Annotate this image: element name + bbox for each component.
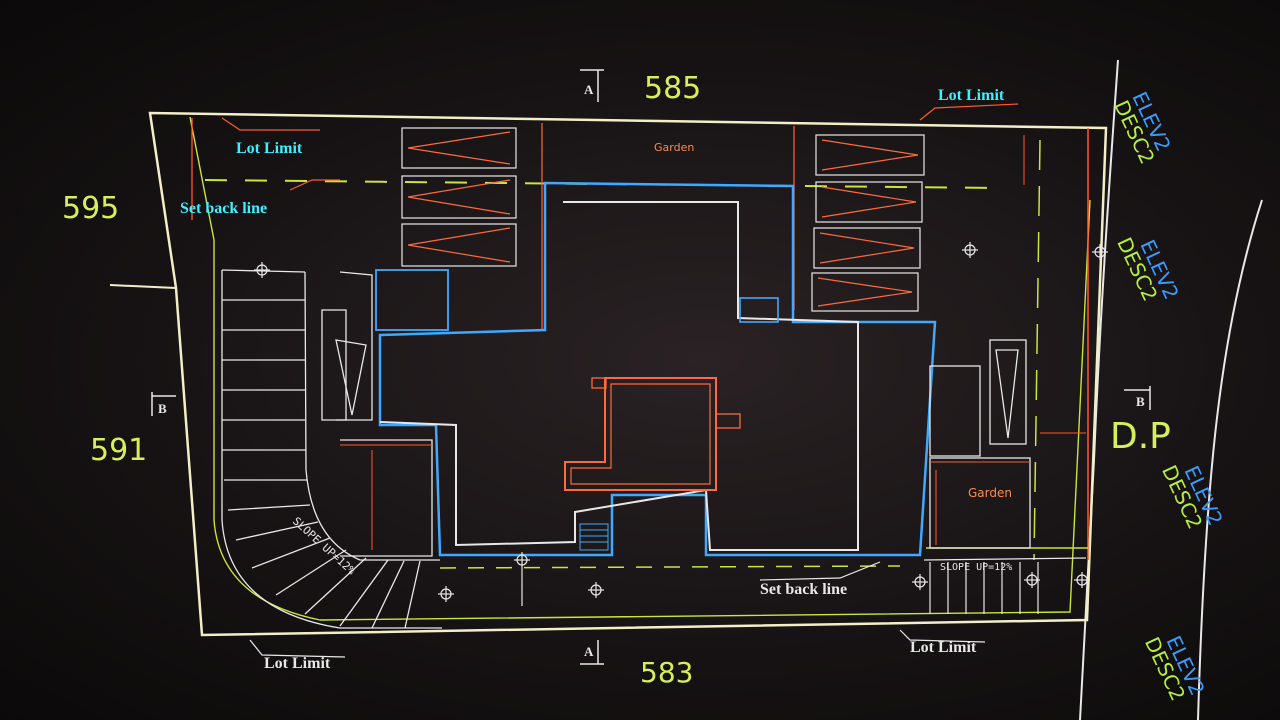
section-b-right-label: B xyxy=(1136,394,1145,409)
left-side-rooms xyxy=(321,271,433,557)
section-b-right: B xyxy=(1124,386,1151,410)
road-label-1: ELEV2 DESC2 xyxy=(1109,88,1175,168)
core-outer xyxy=(564,377,717,491)
dp-label: D.P xyxy=(1110,416,1171,457)
right-side-rooms xyxy=(929,339,1031,549)
section-a-bottom: A xyxy=(580,640,604,665)
slope-left-label: SLOPE UP=12% xyxy=(290,515,358,578)
room-block-b xyxy=(739,297,779,323)
garden-right-label: Garden xyxy=(968,486,1012,500)
section-a-top-label: A xyxy=(584,82,594,97)
section-a-bottom-label: A xyxy=(584,644,594,659)
setback-line-right xyxy=(1033,139,1041,561)
setback-left-label: Set back line xyxy=(180,200,267,217)
core-inner xyxy=(570,383,711,485)
right-ramp-steps xyxy=(923,557,1087,614)
setback-bottom-label: Set back line xyxy=(760,581,847,598)
road-label-3: ELEV2 DESC2 xyxy=(1157,461,1228,532)
parking-group-right xyxy=(811,134,925,312)
slope-right-label: SLOPE UP=12% xyxy=(940,562,1012,573)
red-dims xyxy=(340,135,1086,550)
lot-boundary xyxy=(148,111,1108,637)
small-stair xyxy=(579,523,609,551)
room-block-a xyxy=(375,269,449,331)
parking-group-left xyxy=(401,127,517,267)
lot-limit-bottom-left: Lot Limit xyxy=(264,655,331,672)
lot-limit-bottom-right: Lot Limit xyxy=(910,639,977,656)
core-notch-right xyxy=(715,413,741,429)
leader-lot-limit-br xyxy=(899,629,986,643)
section-b-left-label: B xyxy=(158,401,167,416)
core-notch-left xyxy=(591,377,607,389)
road-label-2: ELEV2 DESC2 xyxy=(1112,234,1184,305)
section-b-left: B xyxy=(151,392,176,416)
section-a-top: A xyxy=(580,69,604,102)
curved-ramp xyxy=(221,269,442,629)
building-footprint xyxy=(378,181,937,557)
elevation-bottom: 583 xyxy=(640,656,693,689)
elevation-left-upper: 595 xyxy=(62,191,119,226)
leader-lot-limit-bl xyxy=(249,639,346,658)
inner-boundary xyxy=(189,116,1091,621)
lot-limit-top-left: Lot Limit xyxy=(236,140,303,157)
survey-points xyxy=(254,242,1108,606)
road-edge-outer xyxy=(1197,199,1263,720)
building-inner-outline xyxy=(379,201,859,551)
leader-setback-left xyxy=(289,179,340,191)
elevation-left-lower: 591 xyxy=(90,433,147,468)
elevation-top: 585 xyxy=(644,71,701,106)
garden-top-label: Garden xyxy=(654,141,694,154)
leader-lot-limit-right xyxy=(919,103,1019,121)
setback-line-top xyxy=(204,179,1001,189)
setback-line-bottom xyxy=(439,565,901,569)
leader-lot-limit-left xyxy=(221,117,320,131)
lot-tick-left xyxy=(109,284,177,289)
lot-limit-top-right: Lot Limit xyxy=(938,87,1005,104)
leader-setback-bottom xyxy=(759,561,881,581)
